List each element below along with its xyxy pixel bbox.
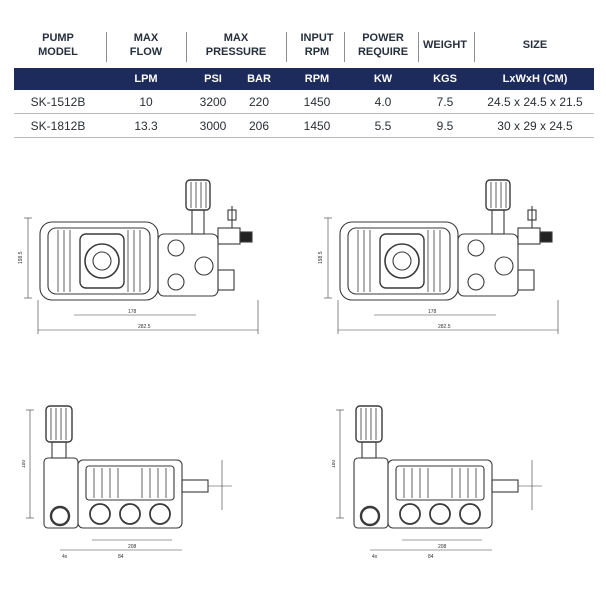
dim-c-label: 208 [438,544,447,550]
unit-lpm: LPM [134,73,158,85]
dim-b-label: 84 [428,554,434,560]
cell-size: 24.5 x 24.5 x 21.5 [487,94,583,109]
cell-kgs: 9.5 [436,118,454,133]
table-row: SK-1812B 13.3 3000 206 1450 5.5 9.5 30 x… [14,114,594,138]
dim-b-label: 84 [118,554,124,560]
header-divider [474,32,475,62]
cell-rpm: 1450 [303,94,331,109]
dim-inner-label: 178 [128,309,137,315]
cell-kgs: 7.5 [436,94,454,109]
dim-height-label: 180 [22,459,27,468]
cell-model: SK-1812B [30,118,86,133]
unit-bar: BAR [247,73,271,85]
cell-kw: 4.0 [374,94,392,109]
header-size: SIZE [522,39,548,51]
unit-size: LxWxH (CM) [502,73,568,85]
dim-height-label: 198.5 [18,251,24,264]
pump-side-view-drawing-2: 198.5 178 282.5 [318,179,559,334]
cell-size: 30 x 29 x 24.5 [497,118,573,133]
pump-front-view-drawing-1: 180 4x 84 208 [22,405,232,560]
header-divider [186,32,187,62]
dim-inner-label: 178 [428,309,437,315]
table-row: SK-1512B 10 3200 220 1450 4.0 7.5 24.5 x… [14,90,594,114]
cell-model: SK-1512B [30,94,86,109]
dim-height-label: 198.5 [318,251,324,264]
dim-height-label: 180 [332,459,337,468]
cell-lpm: 13.3 [134,118,158,133]
cell-bar: 220 [248,94,270,109]
dim-overall-label: 282.5 [438,324,451,330]
header-weight: WEIGHT [423,39,467,51]
cell-psi: 3000 [199,118,227,133]
header-divider [106,32,107,62]
cell-lpm: 10 [139,94,153,109]
dim-overall-label: 282.5 [138,324,151,330]
header-divider [418,32,419,62]
cell-kw: 5.5 [374,118,392,133]
cell-psi: 3200 [199,94,227,109]
pump-front-view-drawing-2: 180 4x 84 208 [332,405,542,560]
cell-rpm: 1450 [303,118,331,133]
header-divider [344,32,345,62]
dim-a-label: 4x [372,554,378,560]
header-divider [286,32,287,62]
cell-bar: 206 [248,118,270,133]
unit-kgs: KGS [433,73,457,85]
pump-side-view-drawing-1: 198.5 178 282.5 [18,179,259,334]
units-bar: LPM PSI BAR RPM KW KGS LxWxH (CM) [14,68,594,90]
dim-c-label: 208 [128,544,137,550]
unit-kw: KW [373,73,393,85]
dim-a-label: 4x [62,554,68,560]
unit-psi: PSI [204,73,222,85]
unit-rpm: RPM [304,73,330,85]
